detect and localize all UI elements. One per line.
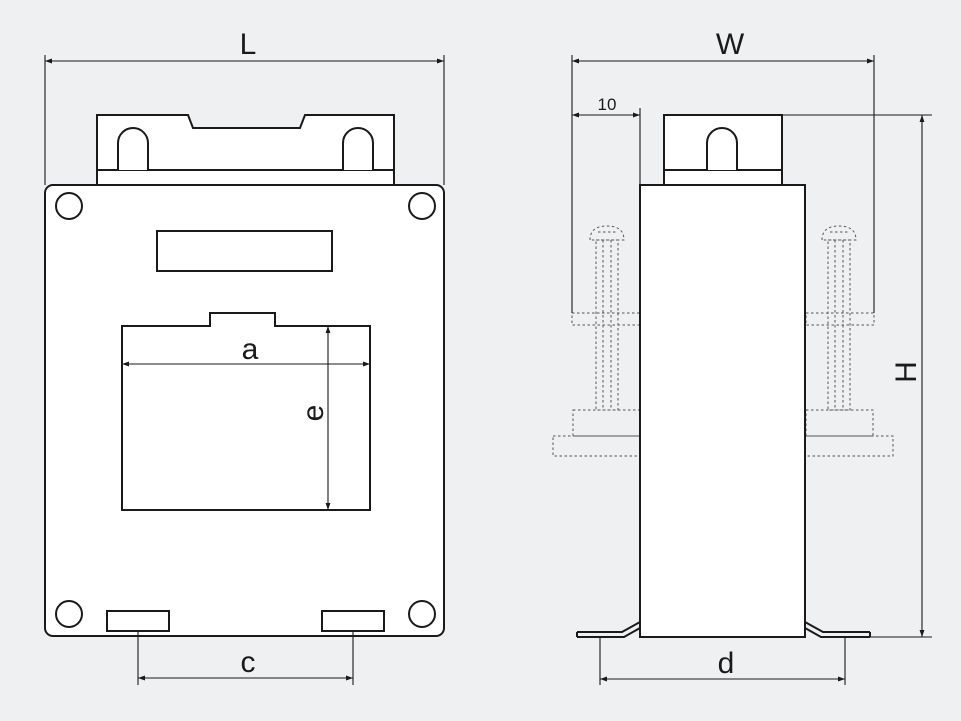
dimension-label-10: 10	[598, 95, 617, 114]
dimension-label-h: H	[890, 361, 923, 383]
front-view: L a e c	[44, 28, 445, 685]
dimension-label-c: c	[241, 646, 256, 679]
dimension-w: W	[571, 28, 875, 313]
side-view: W 10 H d	[552, 28, 932, 685]
dimension-d: d	[599, 637, 846, 685]
dimension-label-a: a	[242, 333, 259, 366]
corner-hole-bottom-left	[55, 600, 83, 628]
dimension-label-l: L	[240, 28, 257, 61]
nameplate	[156, 230, 333, 272]
dimension-l: L	[44, 28, 445, 185]
front-slot-left	[117, 127, 149, 170]
side-slot	[706, 127, 738, 170]
dimension-10: 10	[572, 95, 641, 185]
foot-right	[804, 621, 871, 638]
front-body	[44, 184, 445, 637]
conductor-window	[121, 312, 371, 511]
foot-left	[576, 621, 641, 638]
terminal-screw-right	[785, 225, 894, 457]
front-slot-right	[342, 127, 374, 170]
side-body	[639, 184, 806, 638]
corner-hole-bottom-right	[408, 600, 436, 628]
side-top-bracket	[663, 114, 783, 186]
terminal-screw-left	[552, 225, 641, 457]
dimension-e: e	[297, 326, 331, 510]
dimension-c: c	[137, 631, 354, 685]
dimension-h: H	[782, 114, 932, 638]
dimension-label-e: e	[297, 405, 330, 422]
dimension-label-w: W	[716, 28, 745, 61]
corner-hole-top-right	[408, 192, 436, 220]
corner-hole-top-left	[55, 192, 83, 220]
dimension-label-d: d	[718, 647, 735, 680]
front-top-bracket	[96, 114, 395, 186]
